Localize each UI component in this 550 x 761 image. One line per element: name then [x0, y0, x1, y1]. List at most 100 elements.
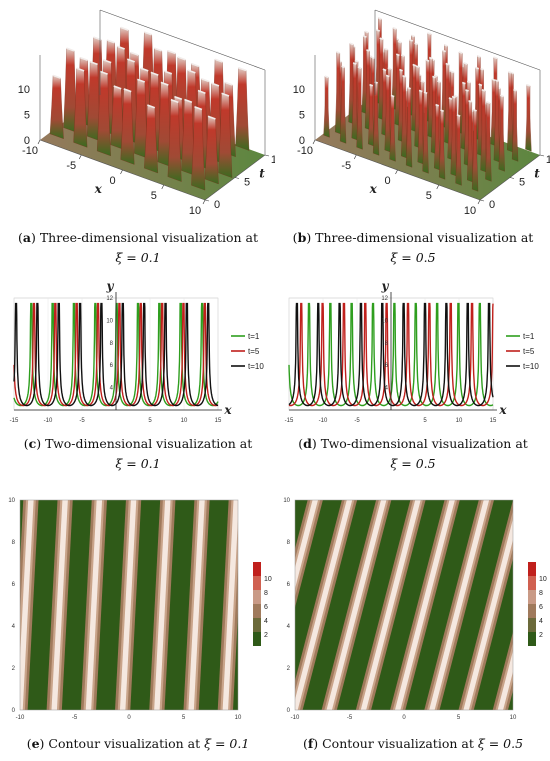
peak-highlight [207, 115, 216, 120]
x-tick-label: -10 [319, 418, 328, 424]
x-tick-label: 10 [464, 205, 476, 217]
x-tick-label: 5 [457, 715, 461, 721]
contour-band [0, 500, 2, 710]
peak-highlight [164, 70, 173, 75]
colorbar-tick-label: 6 [264, 604, 268, 611]
peak-highlight [477, 55, 481, 58]
contour-band [429, 500, 490, 710]
peak-highlight [238, 67, 247, 72]
y-tick-label: 0 [287, 708, 291, 714]
colorbar-segment [253, 590, 261, 604]
surface-peak [434, 104, 441, 171]
contour-band [222, 500, 238, 710]
x-tick [312, 139, 316, 145]
t-tick-label: 10 [546, 154, 550, 166]
peak-highlight [440, 109, 444, 112]
peak-highlight [494, 79, 499, 83]
contour-band [20, 500, 34, 710]
caption-e: (e) Contour visualization at ξ = 0.1 [26, 736, 250, 751]
surface-svg-a: -10-50510x0510t0510 [18, 9, 275, 217]
peak-highlight [341, 65, 345, 69]
x-tick-label: -10 [22, 145, 38, 157]
x-tick [161, 184, 165, 190]
peak-highlight [433, 74, 438, 77]
y-axis-label: y [106, 280, 115, 293]
peak-highlight [126, 58, 136, 63]
surface-peak [405, 87, 413, 168]
x-axis-label: x [369, 182, 378, 196]
peak-highlight [376, 29, 381, 32]
peak-highlight [450, 70, 455, 74]
peak-highlight [475, 66, 480, 70]
colorbar-segment [528, 590, 536, 604]
x-tick-label: -15 [285, 418, 294, 424]
peak-highlight [130, 51, 139, 56]
peak-highlight [113, 85, 122, 90]
x-tick-label: 0 [127, 715, 131, 721]
peak-highlight [526, 83, 531, 87]
x-tick-label: 10 [181, 418, 188, 424]
peak-highlight [214, 58, 223, 63]
peak-highlight [486, 101, 491, 104]
contour-band [275, 500, 286, 710]
x-tick-label: 5 [182, 715, 186, 721]
peak-highlight [221, 92, 230, 97]
surface-peak [49, 75, 64, 139]
peak-highlight [411, 34, 415, 38]
peak-highlight [211, 82, 220, 87]
x-tick [436, 184, 440, 190]
contour-band [0, 500, 4, 710]
peak-highlight [89, 60, 98, 66]
x-tick-label: 15 [215, 418, 222, 424]
x-tick-label: -10 [297, 145, 313, 157]
t-tick [479, 199, 485, 202]
surface-plot-a: -10-50510x0510t0510 [0, 0, 275, 225]
peak-highlight [366, 49, 370, 52]
colorbar-segment [528, 632, 536, 646]
peak-highlight [140, 67, 149, 72]
surface-peak [218, 93, 233, 178]
peak-highlight [137, 78, 146, 83]
y-tick-label: 2 [287, 666, 291, 672]
z-tick-label: 0 [24, 135, 30, 147]
peak-highlight [349, 42, 354, 46]
peak-highlight [160, 81, 169, 86]
x-tick-label: 0 [109, 175, 115, 187]
peak-highlight [435, 103, 440, 107]
x-tick-label: 0 [402, 715, 406, 721]
x-tick-label: -5 [66, 160, 76, 172]
contour-stripes [0, 500, 238, 710]
contour-band [360, 500, 421, 710]
peak-highlight [174, 95, 183, 101]
x-tick [477, 199, 481, 205]
y-tick-label: 4 [385, 386, 389, 392]
x-tick-label: -10 [291, 715, 300, 721]
surface-peak [204, 116, 219, 185]
surface-peak [438, 109, 446, 180]
peak-highlight [76, 67, 85, 72]
colorbar-segment [528, 604, 536, 618]
peak-highlight [407, 86, 411, 90]
surface-peak [351, 62, 358, 141]
surface-plot-b: -10-50510x0510t0510 [275, 0, 550, 225]
x-tick [120, 169, 123, 175]
surface-peak [73, 67, 88, 148]
contour-band [326, 500, 387, 710]
x-tick [202, 199, 206, 205]
peak-highlight [444, 44, 448, 47]
y-tick-label: 8 [12, 540, 16, 546]
peak-highlight [201, 77, 210, 83]
colorbar-segment [253, 562, 261, 576]
z-tick-label: 5 [299, 110, 305, 122]
y-tick-label: 0 [12, 708, 16, 714]
peak-highlight [461, 81, 466, 85]
peak-highlight [371, 56, 375, 60]
surface-peak [96, 71, 111, 157]
surface-peak [422, 91, 429, 174]
colorbar-tick-label: 2 [264, 632, 268, 639]
surface-svg-b: -10-50510x0510t0510 [293, 9, 550, 217]
contour-band [51, 500, 68, 710]
peak-highlight [150, 71, 159, 76]
